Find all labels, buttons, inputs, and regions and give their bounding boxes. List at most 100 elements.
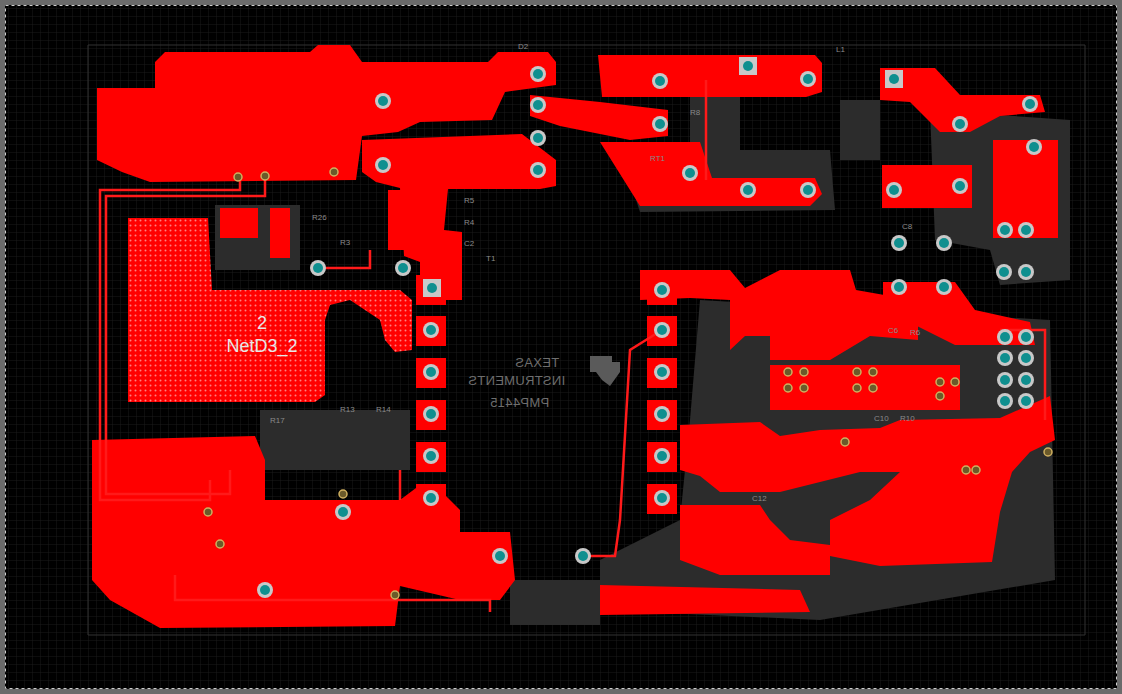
silkscreen-label: C8 — [902, 222, 912, 231]
via-ring — [740, 182, 756, 198]
board-marking: TEXAS — [515, 356, 559, 370]
via-hole — [533, 133, 543, 143]
via-ring — [800, 71, 816, 87]
via-ring — [936, 279, 952, 295]
via-ring — [891, 279, 907, 295]
via-ring — [997, 350, 1013, 366]
via-hole — [426, 409, 436, 419]
square-pad — [885, 70, 903, 88]
small-via — [951, 378, 959, 386]
small-via — [869, 368, 877, 376]
via-hole — [1029, 142, 1039, 152]
small-via — [962, 466, 970, 474]
silkscreen-label: C2 — [464, 239, 474, 248]
silkscreen-label: R6 — [910, 328, 920, 337]
square-pad — [423, 279, 441, 297]
net-text: NetD3_2 — [202, 335, 322, 358]
board-outline — [88, 45, 1085, 635]
via-hole — [533, 100, 543, 110]
via-hole — [578, 551, 588, 561]
vias — [257, 57, 1042, 598]
small-via — [204, 508, 212, 516]
via-ring — [375, 93, 391, 109]
small-via — [869, 384, 877, 392]
via-hole — [999, 267, 1009, 277]
via-ring — [1018, 350, 1034, 366]
pour-outline — [128, 218, 412, 402]
silkscreen-label: L1 — [836, 45, 845, 54]
via-hole — [889, 74, 899, 84]
via-ring — [530, 162, 546, 178]
via-ring — [654, 282, 670, 298]
via-ring — [335, 504, 351, 520]
board-ground — [5, 5, 1117, 689]
via-ring — [575, 548, 591, 564]
board-marking: PMP4415 — [490, 396, 549, 410]
via-ring — [654, 490, 670, 506]
via-hole — [657, 367, 667, 377]
via-hole — [427, 283, 437, 293]
small-via — [216, 540, 224, 548]
via-hole — [398, 263, 408, 273]
via-hole — [657, 409, 667, 419]
net-label: 2NetD3_2 — [202, 312, 322, 358]
silkscreen-label: T1 — [486, 254, 495, 263]
via-ring — [530, 130, 546, 146]
via-hole — [657, 325, 667, 335]
small-via — [1044, 448, 1052, 456]
via-ring — [423, 448, 439, 464]
via-ring — [652, 73, 668, 89]
via-hole — [378, 160, 388, 170]
via-hole — [533, 165, 543, 175]
via-ring — [1018, 222, 1034, 238]
via-hole — [1021, 353, 1031, 363]
via-ring — [423, 364, 439, 380]
board-edge — [6, 6, 1117, 689]
via-hole — [894, 282, 904, 292]
via-hole — [378, 96, 388, 106]
via-hole — [939, 282, 949, 292]
small-via — [234, 173, 242, 181]
small-via — [261, 172, 269, 180]
pad-squares — [416, 275, 677, 514]
small-via — [853, 384, 861, 392]
via-ring — [1018, 329, 1034, 345]
silkscreen-label: RT1 — [650, 154, 665, 163]
silkscreen-label: R10 — [900, 414, 915, 423]
via-ring — [530, 97, 546, 113]
via-hole — [1000, 225, 1010, 235]
via-hole — [743, 61, 753, 71]
via-ring — [423, 406, 439, 422]
via-hole — [657, 451, 667, 461]
via-ring — [936, 235, 952, 251]
via-hole — [1025, 99, 1035, 109]
silkscreen-label: R3 — [340, 238, 350, 247]
pour-fill — [128, 218, 412, 402]
silkscreen-label: C12 — [752, 494, 767, 503]
small-via — [784, 368, 792, 376]
net-text: 2 — [202, 312, 322, 335]
via-hole — [939, 238, 949, 248]
small-via — [853, 368, 861, 376]
small-via — [391, 591, 399, 599]
traces — [100, 80, 1045, 612]
via-ring — [997, 393, 1013, 409]
copper-pour-region: 2NetD3_2 — [128, 218, 412, 402]
via-hole — [803, 185, 813, 195]
grid — [5, 5, 1117, 689]
via-hole — [655, 76, 665, 86]
via-hole — [1021, 267, 1031, 277]
via-ring — [952, 178, 968, 194]
small-via — [972, 466, 980, 474]
via-hole — [889, 185, 899, 195]
via-ring — [423, 490, 439, 506]
via-ring — [1018, 264, 1034, 280]
silkscreen-label: R8 — [690, 108, 700, 117]
via-ring — [654, 364, 670, 380]
via-hole — [1000, 375, 1010, 385]
copper-pours — [92, 45, 1058, 628]
small-via — [936, 378, 944, 386]
silkscreen-label: C10 — [874, 414, 889, 423]
via-hole — [1000, 353, 1010, 363]
via-ring — [310, 260, 326, 276]
